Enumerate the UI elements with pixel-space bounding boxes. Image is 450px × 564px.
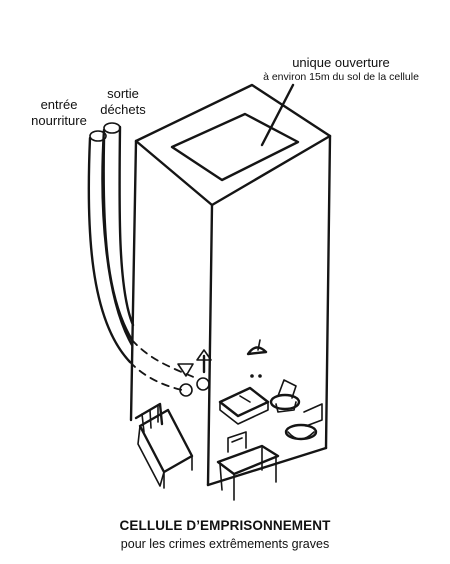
label-food-entry: entrée nourriture xyxy=(26,97,92,129)
chair xyxy=(227,431,247,453)
washbasin xyxy=(284,403,323,441)
label-opening: unique ouverture à environ 15m du sol de… xyxy=(243,55,439,84)
label-waste-exit: sortie déchets xyxy=(92,86,154,118)
pipe-path-waste xyxy=(131,339,197,379)
tower xyxy=(129,83,332,487)
ports xyxy=(177,349,212,397)
opening-pointer xyxy=(260,83,295,147)
bed xyxy=(134,402,194,489)
label-waste-exit-line1: sortie xyxy=(107,86,139,101)
caption-subtitle: pour les crimes extrêmements graves xyxy=(120,537,330,551)
pipes xyxy=(87,122,135,364)
table xyxy=(216,444,280,501)
sink xyxy=(218,386,270,425)
caption-title: CELLULE D’EMPRISONNEMENT xyxy=(119,518,331,533)
toilet xyxy=(269,379,301,413)
label-food-entry-line1: entrée xyxy=(40,97,78,112)
shower xyxy=(246,339,268,378)
label-opening-line1: unique ouverture xyxy=(292,55,390,70)
label-waste-exit-line2: déchets xyxy=(100,102,146,117)
label-food-entry-line2: nourriture xyxy=(31,113,87,128)
label-opening-line2: à environ 15m du sol de la cellule xyxy=(263,71,419,83)
pipe-path-food xyxy=(129,361,183,391)
roof-opening xyxy=(170,112,300,182)
